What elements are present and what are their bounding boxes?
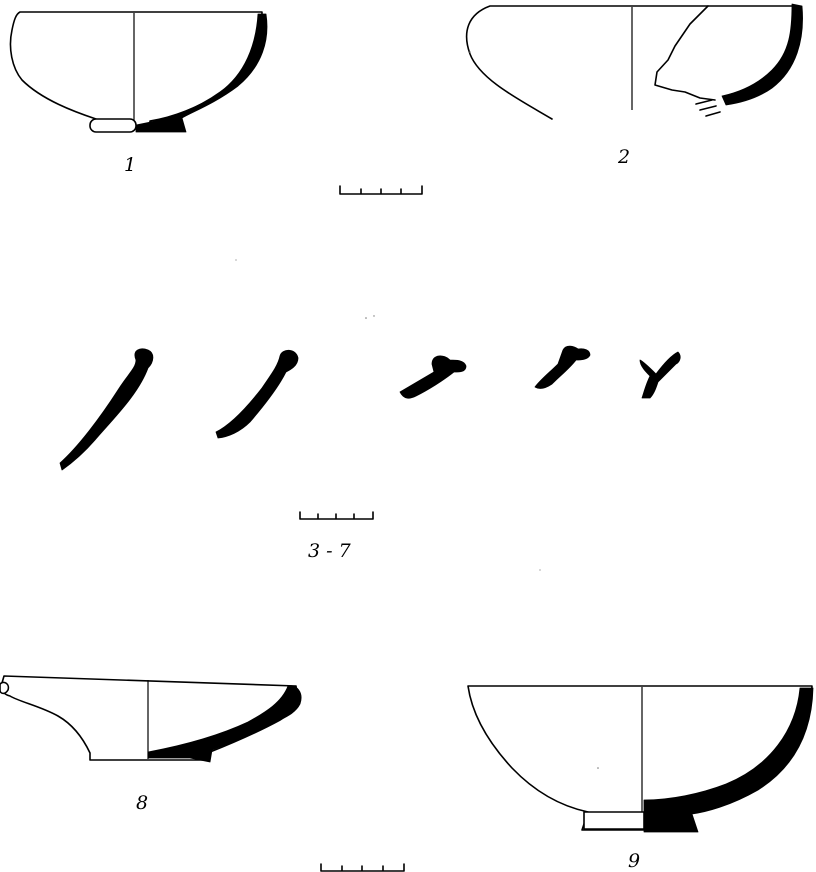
vessel-9-outline	[467, 685, 813, 831]
vessel-9-drawing	[467, 685, 814, 833]
vessel-8-outline	[0, 675, 298, 761]
vessel-2-outline	[465, 5, 799, 120]
vessel-8-section	[147, 685, 302, 763]
vessel-2-drawing	[465, 3, 803, 120]
scale-bar-bottom	[320, 863, 405, 872]
vessel-1-foot	[89, 118, 137, 133]
vessel-2-break-line	[654, 5, 716, 101]
scale-bar-top	[339, 185, 423, 195]
figure-label-8: 8	[136, 792, 149, 814]
rim-fragment-3	[59, 348, 154, 471]
scale-bar-middle	[299, 511, 374, 520]
scan-specks	[235, 51, 599, 769]
vessel-1-drawing	[9, 11, 268, 133]
vessel-9-foot	[583, 811, 645, 830]
rim-fragment-5	[399, 355, 467, 399]
figure-label-2: 2	[618, 146, 631, 168]
rim-fragment-4	[215, 349, 299, 439]
rim-fragment-7	[639, 351, 681, 399]
figure-label-9: 9	[628, 850, 641, 872]
rim-fragment-6	[534, 345, 591, 389]
vessel-9-section	[643, 687, 814, 833]
figure-label-1: 1	[124, 154, 137, 176]
vessel-2-hatch	[695, 99, 721, 117]
vessel-1-section	[135, 13, 268, 133]
vessel-8-drawing	[0, 675, 302, 763]
figure-label-3-7: 3 - 7	[308, 540, 351, 562]
vessel-2-section	[721, 3, 803, 106]
vessel-8-rim-knob	[0, 681, 10, 695]
vessel-1-outline	[9, 11, 263, 129]
